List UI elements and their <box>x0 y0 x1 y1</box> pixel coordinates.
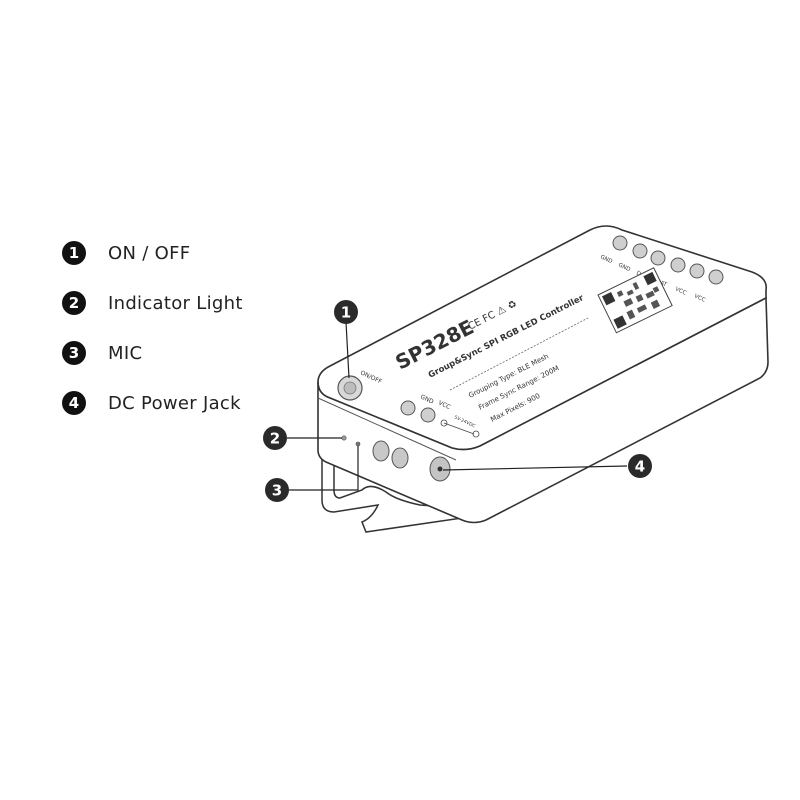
qr-code <box>597 267 673 334</box>
legend-badge-1: 1 <box>62 241 86 265</box>
device-text-divider <box>449 317 589 391</box>
mounting-bracket <box>321 454 463 533</box>
terminal-right-gnd-1-label: GND <box>599 254 613 265</box>
legend-label-mic: MIC <box>108 342 143 364</box>
legend-item-dc-power-jack: 4 DC Power Jack <box>62 390 322 416</box>
terminal-right-dat-2 <box>670 257 686 273</box>
terminal-right-vcc-2 <box>708 269 724 285</box>
legend-label-dc-power-jack: DC Power Jack <box>108 392 241 414</box>
legend-item-on-off: 1 ON / OFF <box>62 240 322 266</box>
terminal-left-gnd <box>400 400 416 416</box>
terminal-right-vcc-1 <box>689 263 705 279</box>
power-polarity-minus <box>472 430 480 438</box>
callout-1: 1 <box>334 300 358 324</box>
front-port-2 <box>391 447 409 469</box>
power-polarity-symbol <box>443 422 475 435</box>
terminal-right-vcc-1-label: VCC <box>674 286 687 296</box>
callout-3: 3 <box>265 478 289 502</box>
legend: 1 ON / OFF 2 Indicator Light 3 MIC 4 DC … <box>62 240 322 440</box>
terminal-left-vcc <box>420 407 436 423</box>
callout-line-3 <box>288 446 359 491</box>
terminal-right-vcc-2-label: VCC <box>693 293 706 303</box>
legend-badge-2: 2 <box>62 291 86 315</box>
mic-hole <box>355 441 361 447</box>
callout-line-4 <box>442 465 628 471</box>
device-edge-line <box>317 397 457 461</box>
terminal-left-vcc-label: VCC <box>437 399 451 411</box>
callout-1-label: 1 <box>341 304 351 322</box>
terminal-right-dat-1 <box>650 250 666 266</box>
terminal-right-gnd-1 <box>612 235 628 251</box>
legend-badge-4: 4 <box>62 391 86 415</box>
dc-power-jack-pin <box>437 466 443 472</box>
callout-4-label: 4 <box>635 458 645 476</box>
legend-label-indicator-light: Indicator Light <box>108 292 243 314</box>
callout-line-1 <box>345 321 350 379</box>
legend-item-mic: 3 MIC <box>62 340 322 366</box>
callout-4: 4 <box>628 454 652 478</box>
callout-3-label: 3 <box>272 482 282 500</box>
terminal-right-gnd-2-label: GND <box>617 262 631 273</box>
callout-2: 2 <box>263 426 287 450</box>
legend-item-indicator-light: 2 Indicator Light <box>62 290 322 316</box>
on-off-button-inner <box>343 381 357 395</box>
indicator-light <box>341 435 347 441</box>
callout-2-label: 2 <box>270 430 280 448</box>
power-polarity-plus <box>440 419 448 427</box>
front-port-1 <box>372 440 390 462</box>
terminal-right-gnd-2 <box>632 243 648 259</box>
legend-badge-3: 3 <box>62 341 86 365</box>
legend-label-on-off: ON / OFF <box>108 242 191 264</box>
